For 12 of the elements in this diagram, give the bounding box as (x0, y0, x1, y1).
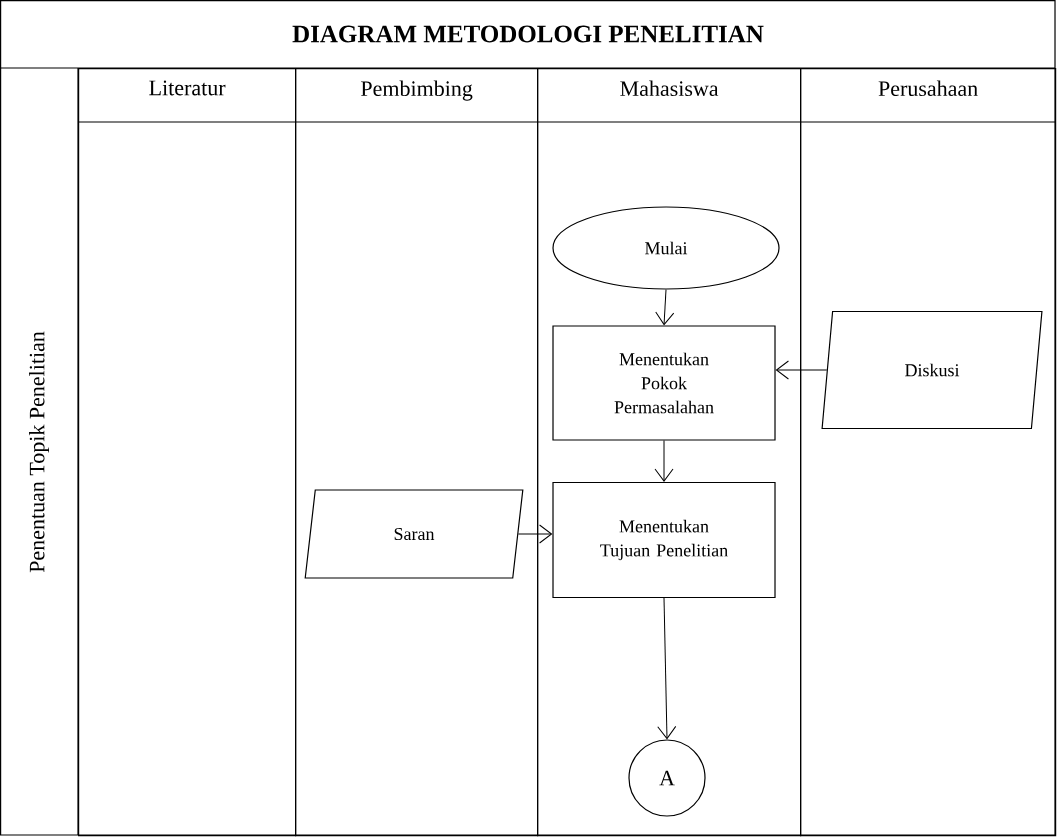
input-parallelogram: Diskusi (821, 310, 1043, 430)
arrow (775, 360, 828, 380)
lane-label: Penentuan Topik Penelitian (29, 331, 49, 573)
arrow (654, 440, 674, 482)
arrow (657, 597, 677, 740)
input-parallelogram: Saran (304, 489, 524, 579)
process-box: Menentukan Tujuan Penelitian (552, 481, 776, 599)
arrow (517, 524, 553, 544)
process-box: Menentukan Pokok Permasalahan (552, 325, 776, 441)
title: DIAGRAM METODOLOGI PENELITIAN (292, 25, 764, 43)
arrow (655, 289, 675, 326)
swimlane: Literatur (78, 68, 297, 837)
